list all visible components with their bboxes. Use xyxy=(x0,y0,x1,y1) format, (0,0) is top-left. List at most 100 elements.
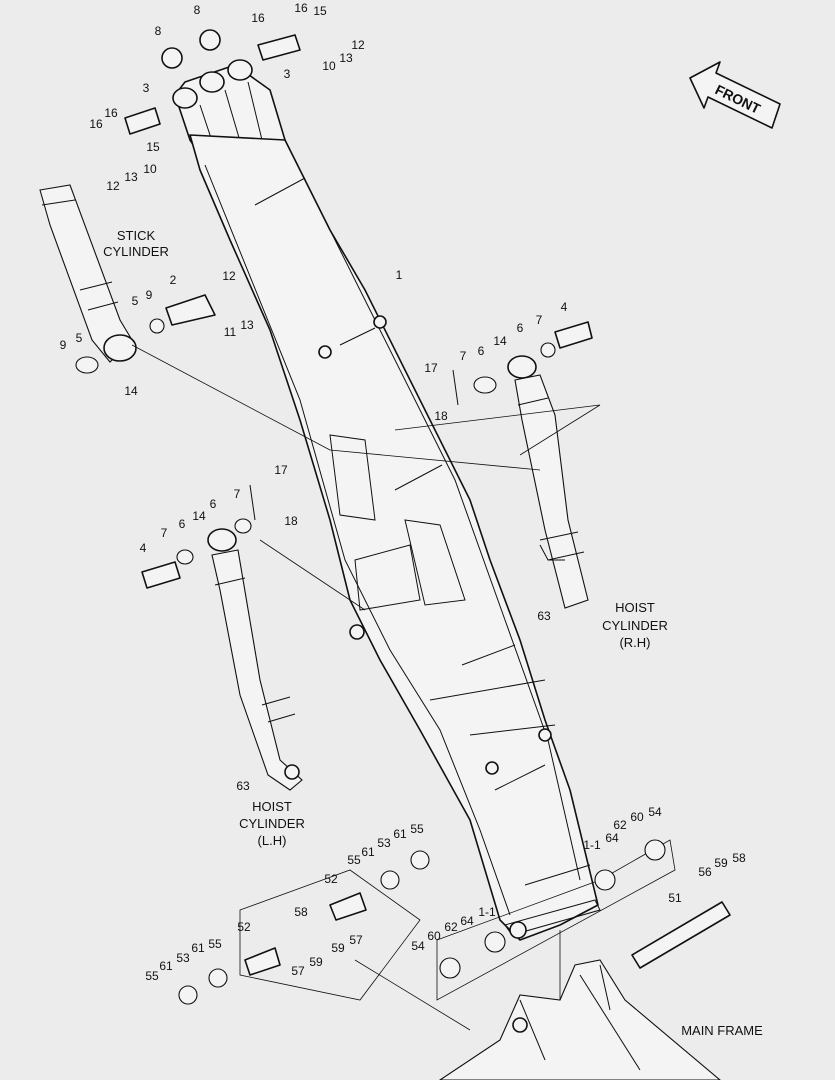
pin-3-top xyxy=(257,34,301,61)
callout: 1-1 xyxy=(583,838,601,852)
callout: 9 xyxy=(146,288,153,302)
guide-lines xyxy=(131,344,676,1031)
boom-edge-left xyxy=(204,164,511,916)
washer-7-lh xyxy=(176,549,194,565)
hoist-rh-body xyxy=(514,374,589,609)
boom-edge-right xyxy=(284,139,581,881)
callout: 4 xyxy=(561,300,568,314)
callout: 58 xyxy=(732,851,746,865)
callouts: 8 8 16 16 15 12 10 13 3 3 16 16 15 10 13… xyxy=(60,1,746,983)
callout: 6 xyxy=(478,344,485,358)
callout: 7 xyxy=(536,313,543,327)
callout: 60 xyxy=(427,929,441,943)
callout: 11 xyxy=(224,325,237,339)
main-frame-edges xyxy=(519,964,641,1071)
washer-55-upper-a xyxy=(380,870,400,890)
bolts-17 xyxy=(249,369,459,521)
hoist-cylinder-rh xyxy=(507,355,589,609)
callout: 12 xyxy=(222,269,236,283)
callout: 17 xyxy=(274,463,288,477)
callout: 7 xyxy=(460,349,467,363)
callout: 64 xyxy=(460,914,474,928)
pin-52-lower xyxy=(244,947,281,976)
callout: 6 xyxy=(517,321,524,335)
boom-boss-1 xyxy=(172,87,198,109)
callout: 3 xyxy=(143,81,150,95)
hoist-lh-caption-3: (L.H) xyxy=(258,833,287,848)
captions: STICK CYLINDER HOIST CYLINDER (R.H) HOIS… xyxy=(103,228,763,1038)
callout: 9 xyxy=(60,338,67,352)
main-frame-body xyxy=(439,959,721,1080)
stick-cylinder-bands xyxy=(41,199,119,311)
boom-boss-3 xyxy=(227,59,253,81)
callout: 55 xyxy=(410,822,424,836)
callout: 5 xyxy=(132,294,139,308)
hoist-lh-caption-2: CYLINDER xyxy=(239,816,305,831)
callout: 62 xyxy=(613,818,627,832)
callout: 59 xyxy=(309,955,323,969)
callout: 63 xyxy=(537,609,551,623)
callout: 13 xyxy=(240,318,254,332)
callout: 7 xyxy=(161,526,168,540)
callout: 55 xyxy=(208,937,222,951)
guide-upper xyxy=(131,344,601,611)
pin-52-upper xyxy=(329,892,367,921)
stick-cylinder-caption-2: CYLINDER xyxy=(103,244,169,259)
boom-cyl-boss xyxy=(349,624,365,640)
callout: 17 xyxy=(424,361,438,375)
callout: 52 xyxy=(324,872,338,886)
washer-6-lh xyxy=(234,518,252,534)
callout: 63 xyxy=(236,779,250,793)
pin-51 xyxy=(631,901,731,969)
callout: 10 xyxy=(143,162,157,176)
callout: 16 xyxy=(294,1,308,15)
hoist-lh-body xyxy=(211,549,303,791)
callout: 13 xyxy=(339,51,353,65)
hoist-rh-caption-3: (R.H) xyxy=(619,635,650,650)
boom-cross-lines xyxy=(429,679,556,736)
stick-cylinder-eye xyxy=(103,334,137,362)
stick-cylinder-caption-1: STICK xyxy=(117,228,156,243)
guide-lower xyxy=(354,930,561,1031)
pin-group-left-frame xyxy=(239,869,421,1001)
washer-8-a xyxy=(199,29,221,51)
boom-bracket-right xyxy=(373,315,387,329)
callout: 54 xyxy=(411,939,425,953)
callout: 55 xyxy=(145,969,159,983)
hoist-lh-caption-1: HOIST xyxy=(252,799,292,814)
callout: 61 xyxy=(159,959,173,973)
callout: 59 xyxy=(331,941,345,955)
callout: 10 xyxy=(322,59,336,73)
callout: 15 xyxy=(146,140,160,154)
callout: 53 xyxy=(176,951,190,965)
callout: 15 xyxy=(313,4,327,18)
callout: 55 xyxy=(347,853,361,867)
washer-54-right xyxy=(644,839,666,861)
boom-foot-boss xyxy=(509,921,527,939)
pin-2 xyxy=(165,294,216,326)
callout: 1-1 xyxy=(478,905,496,919)
washer-7-rh xyxy=(540,342,556,358)
washer-6-rh xyxy=(473,376,497,394)
hoist-lh-rod-eye xyxy=(284,764,300,780)
washer-55-lower-a xyxy=(178,985,198,1005)
callout: 57 xyxy=(349,933,363,947)
boom-bracket-lower-left xyxy=(485,761,499,775)
callout: 14 xyxy=(192,509,206,523)
callout: 58 xyxy=(294,905,308,919)
callout: 56 xyxy=(698,865,712,879)
callout: 57 xyxy=(291,964,305,978)
washer-54-left xyxy=(439,957,461,979)
boom-body xyxy=(189,134,599,941)
hoist-rh-pipe xyxy=(539,544,565,561)
callout: 16 xyxy=(104,106,118,120)
bushing-1-1-right xyxy=(594,869,616,891)
callout: 53 xyxy=(377,836,391,850)
boom-bracket-lower-right xyxy=(538,728,552,742)
callout: 5 xyxy=(76,331,83,345)
front-arrow: FRONT xyxy=(689,61,781,129)
callout: 1 xyxy=(396,268,403,282)
boom xyxy=(172,59,601,941)
callout: 4 xyxy=(140,541,147,555)
